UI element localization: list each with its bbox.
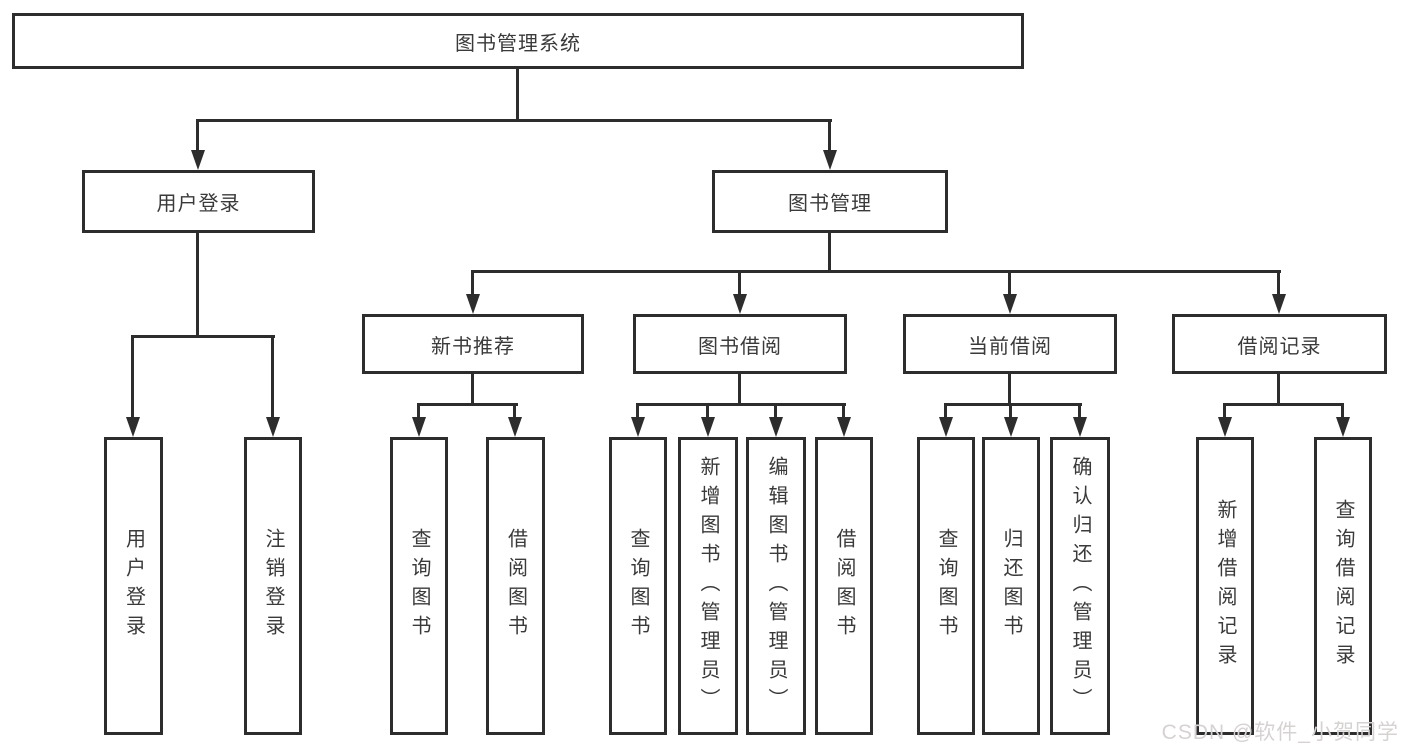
leaf-label: 新增图书（管理员） bbox=[697, 455, 719, 717]
connector-vline bbox=[636, 403, 639, 419]
arrowhead-down bbox=[939, 417, 953, 437]
leaf-label: 查询图书 bbox=[627, 528, 649, 644]
connector-vline bbox=[513, 403, 516, 419]
node-leaf-borrow-book-1: 借阅图书 bbox=[486, 437, 545, 735]
connector-vline bbox=[417, 403, 420, 419]
arrowhead-down bbox=[631, 417, 645, 437]
connector-vline bbox=[738, 270, 741, 296]
connector-vline bbox=[738, 373, 741, 406]
node-leaf-query-book-2: 查询图书 bbox=[609, 437, 667, 735]
leaf-label: 编辑图书（管理员） bbox=[765, 455, 787, 717]
connector-vline bbox=[774, 403, 777, 419]
arrowhead-down bbox=[412, 417, 426, 437]
connector-vline bbox=[1341, 403, 1344, 419]
node-leaf-return-book: 归还图书 bbox=[982, 437, 1040, 735]
connector-vline bbox=[471, 270, 474, 296]
connector-vline bbox=[271, 335, 274, 419]
node-leaf-query-book-3: 查询图书 bbox=[917, 437, 975, 735]
arrowhead-down bbox=[191, 150, 205, 170]
arrowhead-down bbox=[1073, 417, 1087, 437]
connector-vline bbox=[471, 373, 474, 406]
node-leaf-login: 用户登录 bbox=[104, 437, 163, 735]
node-leaf-logout: 注销登录 bbox=[244, 437, 302, 735]
arrowhead-down bbox=[1218, 417, 1232, 437]
leaf-label: 注销登录 bbox=[262, 528, 284, 644]
node-leaf-add-book: 新增图书（管理员） bbox=[678, 437, 738, 735]
connector-vline bbox=[1078, 403, 1081, 419]
connector-hline bbox=[417, 403, 518, 406]
connector-hline bbox=[1223, 403, 1344, 406]
node-leaf-add-borrow-record: 新增借阅记录 bbox=[1196, 437, 1254, 735]
connector-vline bbox=[1009, 403, 1012, 419]
connector-hline bbox=[196, 119, 832, 122]
connector-vline bbox=[196, 233, 199, 338]
node-leaf-edit-book: 编辑图书（管理员） bbox=[746, 437, 806, 735]
arrowhead-down bbox=[769, 417, 783, 437]
node-leaf-borrow-book-2: 借阅图书 bbox=[815, 437, 873, 735]
arrowhead-down bbox=[837, 417, 851, 437]
connector-vline bbox=[706, 403, 709, 419]
connector-vline bbox=[944, 403, 947, 419]
arrowhead-down bbox=[1004, 417, 1018, 437]
connector-vline bbox=[1008, 270, 1011, 296]
arrowhead-down bbox=[1336, 417, 1350, 437]
arrowhead-down bbox=[508, 417, 522, 437]
arrowhead-down bbox=[733, 294, 747, 314]
leaf-label: 归还图书 bbox=[1000, 528, 1022, 644]
connector-vline bbox=[1223, 403, 1226, 419]
node-leaf-confirm-return: 确认归还（管理员） bbox=[1050, 437, 1110, 735]
leaf-label: 新增借阅记录 bbox=[1214, 499, 1236, 673]
leaf-label: 查询图书 bbox=[935, 528, 957, 644]
leaf-label: 用户登录 bbox=[122, 528, 145, 644]
arrowhead-down bbox=[701, 417, 715, 437]
connector-vline bbox=[516, 68, 519, 121]
connector-vline bbox=[1008, 373, 1011, 406]
leaf-label: 借阅图书 bbox=[504, 528, 527, 644]
connector-hline bbox=[944, 403, 1082, 406]
connector-vline bbox=[196, 119, 199, 152]
node-root: 图书管理系统 bbox=[12, 13, 1024, 69]
node-book-borrow: 图书借阅 bbox=[633, 314, 847, 374]
arrowhead-down bbox=[466, 294, 480, 314]
leaf-label: 借阅图书 bbox=[833, 528, 855, 644]
node-book-management: 图书管理 bbox=[712, 170, 948, 233]
connector-hline bbox=[636, 403, 846, 406]
node-user-login: 用户登录 bbox=[82, 170, 315, 233]
arrowhead-down bbox=[1003, 294, 1017, 314]
connector-vline bbox=[1277, 373, 1280, 406]
connector-vline bbox=[828, 233, 831, 273]
node-borrow-records: 借阅记录 bbox=[1172, 314, 1387, 374]
node-leaf-query-book-1: 查询图书 bbox=[390, 437, 448, 735]
connector-hline bbox=[131, 335, 275, 338]
arrowhead-down bbox=[266, 417, 280, 437]
node-new-book-recommend: 新书推荐 bbox=[362, 314, 584, 374]
connector-vline bbox=[131, 335, 134, 419]
connector-vline bbox=[828, 119, 831, 152]
node-leaf-query-borrow-record: 查询借阅记录 bbox=[1314, 437, 1372, 735]
leaf-label: 查询借阅记录 bbox=[1332, 499, 1354, 673]
leaf-label: 查询图书 bbox=[408, 528, 430, 644]
arrowhead-down bbox=[1272, 294, 1286, 314]
arrowhead-down bbox=[126, 417, 140, 437]
connector-vline bbox=[842, 403, 845, 419]
connector-vline bbox=[1277, 270, 1280, 296]
node-current-borrow: 当前借阅 bbox=[903, 314, 1117, 374]
watermark: CSDN @软件_小贺同学 bbox=[1161, 721, 1399, 744]
arrowhead-down bbox=[823, 150, 837, 170]
leaf-label: 确认归还（管理员） bbox=[1069, 455, 1091, 717]
connector-hline bbox=[471, 270, 1281, 273]
